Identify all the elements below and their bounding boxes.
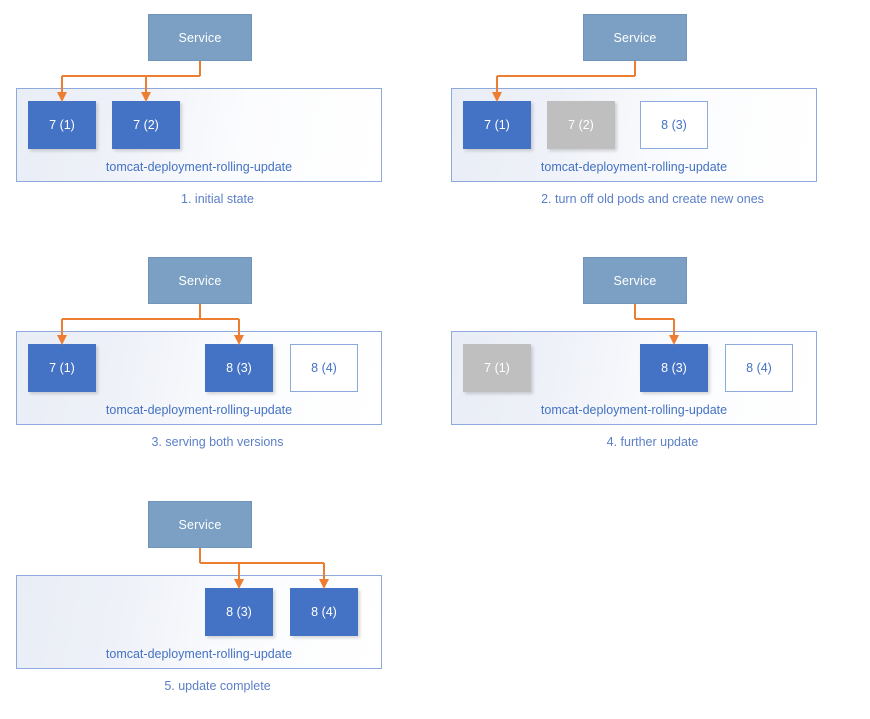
pod-active[interactable]: 7 (1) — [28, 344, 96, 392]
deployment-name-label: tomcat-deployment-rolling-update — [540, 160, 728, 174]
service-node[interactable]: Service — [583, 257, 687, 304]
connector-bus — [199, 548, 324, 564]
panel-4: Service tomcat-deployment-rolling-update 7… — [435, 243, 870, 475]
pod-active[interactable]: 8 (3) — [205, 588, 273, 636]
deployment-name-label: tomcat-deployment-rolling-update — [105, 160, 293, 174]
pod-terminating[interactable]: 7 (2) — [547, 101, 615, 149]
pod-active[interactable]: 7 (1) — [28, 101, 96, 149]
pod-active[interactable]: 8 (3) — [640, 344, 708, 392]
panel-5: Service tomcat-deployment-rolling-update 8… — [0, 487, 435, 719]
panel-2: Service tomcat-deployment-rolling-update 7… — [435, 0, 870, 232]
deployment-name-label: tomcat-deployment-rolling-update — [105, 647, 293, 661]
panel-caption: 1. initial state — [181, 192, 254, 206]
deployment-name-label: tomcat-deployment-rolling-update — [105, 403, 293, 417]
service-node[interactable]: Service — [583, 14, 687, 61]
pod-pending[interactable]: 8 (4) — [290, 344, 358, 392]
panel-caption: 2. turn off old pods and create new ones — [541, 192, 764, 206]
pod-terminating[interactable]: 7 (1) — [463, 344, 531, 392]
service-node[interactable]: Service — [148, 501, 252, 548]
pod-active[interactable]: 8 (3) — [205, 344, 273, 392]
pod-active[interactable]: 7 (1) — [463, 101, 531, 149]
panel-caption: 3. serving both versions — [151, 435, 284, 449]
deployment-name-label: tomcat-deployment-rolling-update — [540, 403, 728, 417]
pod-pending[interactable]: 8 (4) — [725, 344, 793, 392]
service-node[interactable]: Service — [148, 257, 252, 304]
connector-bus — [497, 61, 636, 77]
panel-caption: 5. update complete — [164, 679, 271, 693]
connector-bus — [62, 61, 201, 77]
panel-1: Service tomcat-deployment-rolling-update 7… — [0, 0, 435, 232]
pod-active[interactable]: 8 (4) — [290, 588, 358, 636]
panel-3: Service tomcat-deployment-rolling-update 7… — [0, 243, 435, 475]
pod-pending[interactable]: 8 (3) — [640, 101, 708, 149]
panel-caption: 4. further update — [606, 435, 699, 449]
pod-active[interactable]: 7 (2) — [112, 101, 180, 149]
connector-bus — [62, 304, 239, 320]
service-node[interactable]: Service — [148, 14, 252, 61]
connector-bus — [634, 304, 674, 320]
